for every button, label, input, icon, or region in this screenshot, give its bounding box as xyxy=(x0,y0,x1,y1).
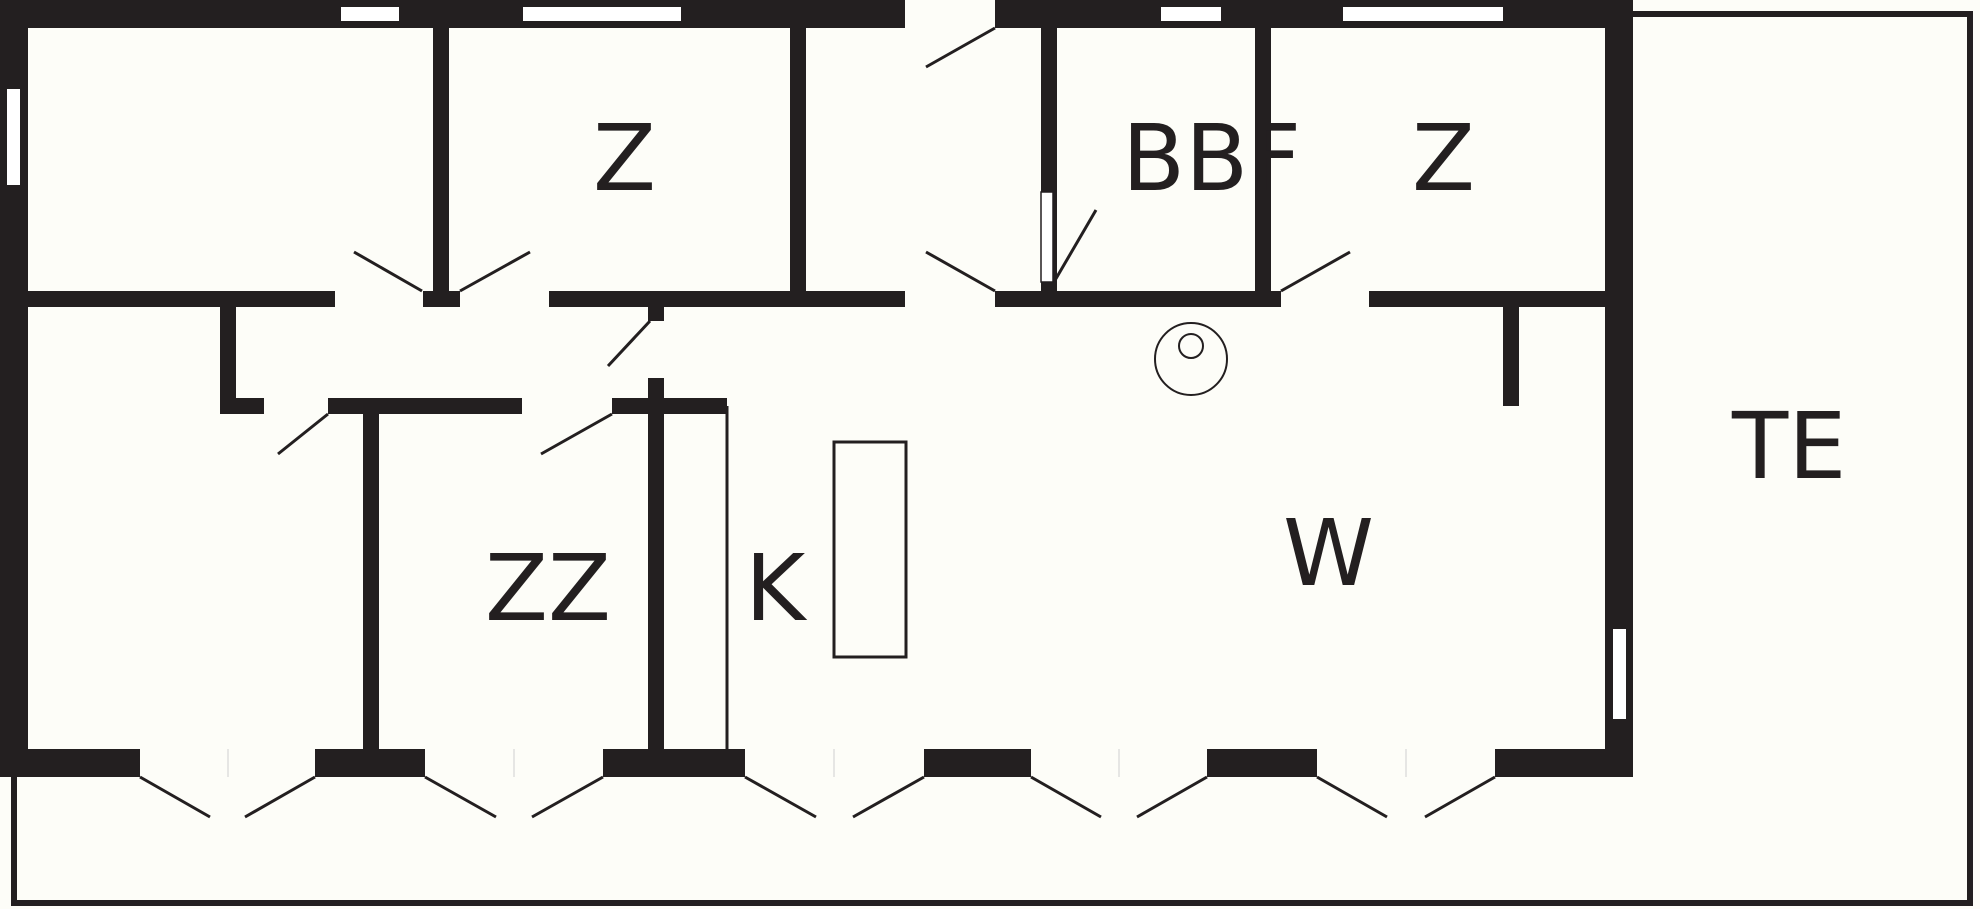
windows xyxy=(5,5,1628,721)
bathroom-door-jamb xyxy=(1040,191,1054,283)
room-label-bedroom-double: ZZ xyxy=(485,535,611,642)
kitchen-island xyxy=(832,440,908,659)
door-thresholds xyxy=(227,749,1407,777)
room-label-bedroom-top-mid: Z xyxy=(593,105,656,212)
room-label-living-room: W xyxy=(1283,500,1374,607)
door-swings xyxy=(139,26,1496,819)
room-label-bedroom-top-right: Z xyxy=(1412,105,1475,212)
room-label-bathroom: BBF xyxy=(1122,105,1301,212)
terrace-outline xyxy=(11,11,1973,906)
room-label-terrace: TE xyxy=(1731,393,1846,500)
stove-icon xyxy=(1154,322,1228,396)
room-label-kitchen: K xyxy=(745,535,808,642)
